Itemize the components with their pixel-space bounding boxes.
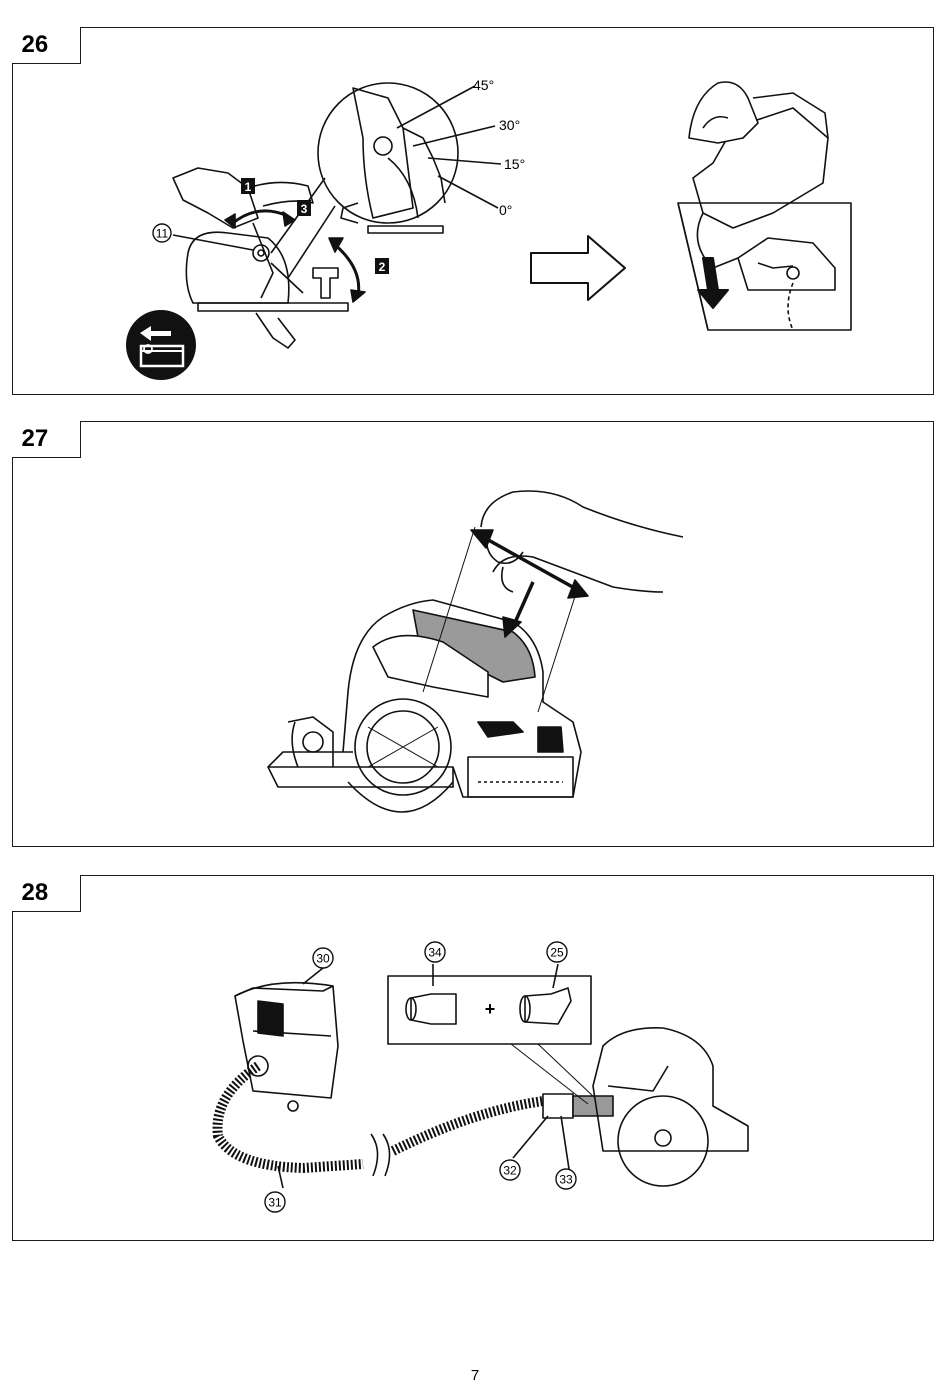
hand <box>481 491 683 537</box>
angle-30-label: 30° <box>499 117 520 133</box>
battery-pack <box>468 757 573 797</box>
adapter-25 <box>525 988 571 1024</box>
page-number: 7 <box>0 1367 950 1384</box>
callout-32: 32 <box>500 1160 520 1180</box>
saw-motor-housing <box>173 168 258 228</box>
figure-26: 26 <box>12 27 934 395</box>
callout-34: 34 <box>425 942 445 962</box>
angle-0-label: 0° <box>499 202 512 218</box>
vacuum-hose <box>218 1066 364 1168</box>
figure-27: 27 <box>12 421 934 847</box>
callout-11-label: 11 <box>156 227 169 241</box>
hose-adapter <box>543 1094 573 1118</box>
circular-saw <box>593 1028 748 1151</box>
callout-31: 31 <box>265 1192 285 1212</box>
figure-26-illustration: 1 3 2 45° 30° 15° 0° 11 <box>13 28 935 396</box>
vacuum-hose <box>393 1101 543 1151</box>
callout-32-label: 32 <box>503 1164 517 1178</box>
step-3-label: 3 <box>301 202 308 216</box>
vacuum-cleaner <box>235 986 338 1098</box>
saw-base-plate <box>198 303 348 311</box>
callout-33: 33 <box>556 1169 576 1189</box>
saw-blade-guard <box>186 232 289 303</box>
hand <box>689 82 758 143</box>
callout-30-label: 30 <box>316 952 330 966</box>
figure-28-illustration: + 30 34 25 31 32 33 <box>13 876 935 1242</box>
callout-34-label: 34 <box>428 946 442 960</box>
callout-25: 25 <box>547 942 567 962</box>
angle-15-label: 15° <box>504 156 525 172</box>
step-2-label: 2 <box>379 260 386 274</box>
adapter-34 <box>411 994 456 1024</box>
battery-remove-icon <box>126 310 196 380</box>
callout-25-label: 25 <box>550 946 564 960</box>
figure-28: 28 <box>12 875 934 1241</box>
callout-31-label: 31 <box>268 1196 282 1210</box>
callout-33-label: 33 <box>559 1173 573 1187</box>
plus-sign: + <box>485 999 496 1019</box>
callout-30: 30 <box>313 948 333 968</box>
step-1-label: 1 <box>245 180 252 194</box>
direction-arrow <box>531 236 625 300</box>
angle-45-label: 45° <box>473 77 494 93</box>
figure-27-illustration <box>13 422 935 848</box>
